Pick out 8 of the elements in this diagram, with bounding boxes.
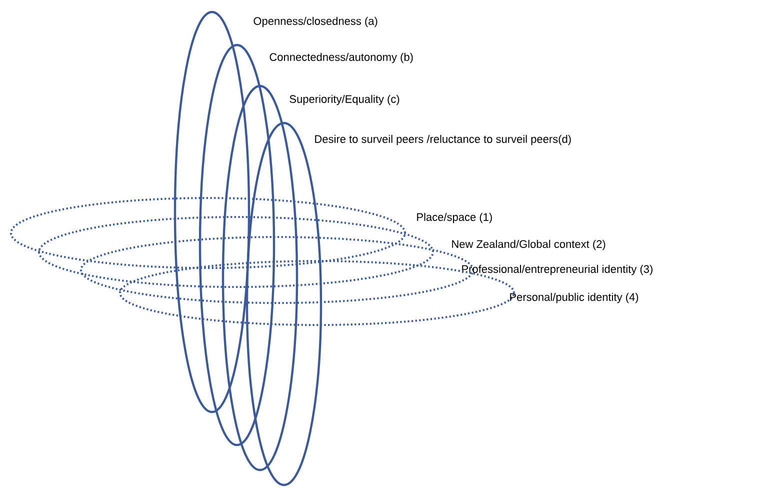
ellipse-label: Superiority/Equality (c) [290, 94, 400, 106]
ellipse-label: Personal/public identity (4) [510, 292, 638, 304]
ellipse-label: Connectedness/autonomy (b) [270, 52, 413, 64]
ellipse-label: Place/space (1) [417, 212, 492, 224]
ellipse-label: Openness/closedness (a) [254, 16, 378, 28]
ellipse-label: Desire to surveil peers /reluctance to surveil peers(d) [315, 134, 571, 146]
ellipse-label: New Zealand/Global context (2) [452, 240, 606, 250]
ellipse-label: Professional/entrepreneurial identity (3) [462, 264, 652, 276]
